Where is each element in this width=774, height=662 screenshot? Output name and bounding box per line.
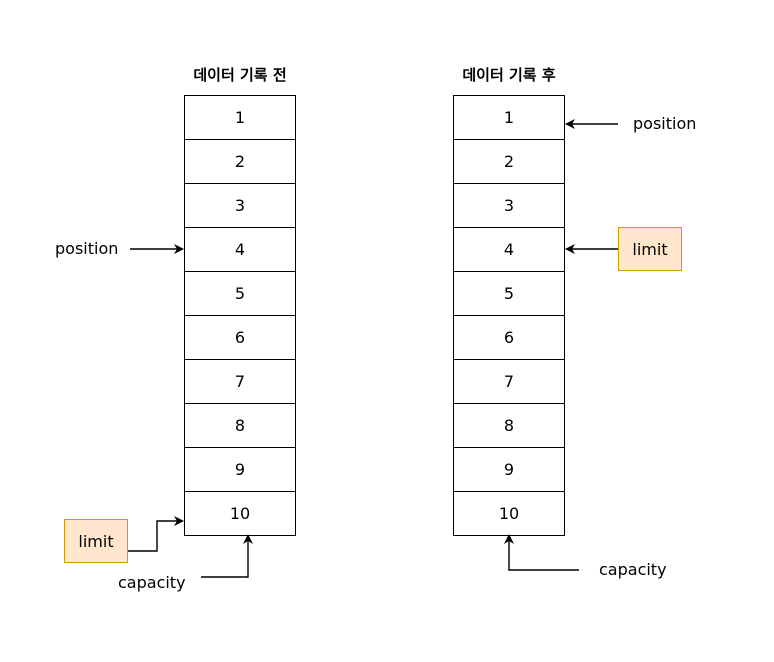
right-capacity-arrow bbox=[504, 534, 579, 571]
left-cell: 6 bbox=[184, 315, 296, 359]
right-limit-box: limit bbox=[618, 227, 682, 271]
right-cell: 8 bbox=[453, 403, 565, 447]
left-cell: 5 bbox=[184, 271, 296, 315]
left-position-label: position bbox=[55, 239, 119, 258]
right-position-label: position bbox=[633, 114, 697, 133]
left-limit-box: limit bbox=[64, 519, 128, 563]
right-cell: 4 bbox=[453, 227, 565, 271]
right-cell: 3 bbox=[453, 183, 565, 227]
left-capacity-arrow bbox=[201, 534, 253, 578]
left-limit-arrow bbox=[128, 516, 184, 552]
left-cell: 4 bbox=[184, 227, 296, 271]
left-cell: 3 bbox=[184, 183, 296, 227]
left-cell: 10 bbox=[184, 491, 296, 536]
left-title: 데이터 기록 전 bbox=[193, 66, 287, 84]
left-cell: 1 bbox=[184, 95, 296, 139]
right-cell: 7 bbox=[453, 359, 565, 403]
right-buffer: 1 2 3 4 5 6 7 8 9 10 bbox=[453, 95, 565, 536]
right-cell: 1 bbox=[453, 95, 565, 139]
right-capacity-label: capacity bbox=[599, 560, 667, 579]
left-cell: 8 bbox=[184, 403, 296, 447]
right-cell: 9 bbox=[453, 447, 565, 491]
left-cell: 7 bbox=[184, 359, 296, 403]
right-title: 데이터 기록 후 bbox=[462, 66, 556, 84]
left-limit-label: limit bbox=[78, 531, 114, 551]
right-cell: 5 bbox=[453, 271, 565, 315]
right-limit-label: limit bbox=[632, 239, 668, 259]
left-cell: 2 bbox=[184, 139, 296, 183]
left-buffer: 1 2 3 4 5 6 7 8 9 10 bbox=[184, 95, 296, 536]
right-cell: 6 bbox=[453, 315, 565, 359]
left-capacity-label: capacity bbox=[118, 573, 186, 592]
right-cell: 2 bbox=[453, 139, 565, 183]
left-cell: 9 bbox=[184, 447, 296, 491]
